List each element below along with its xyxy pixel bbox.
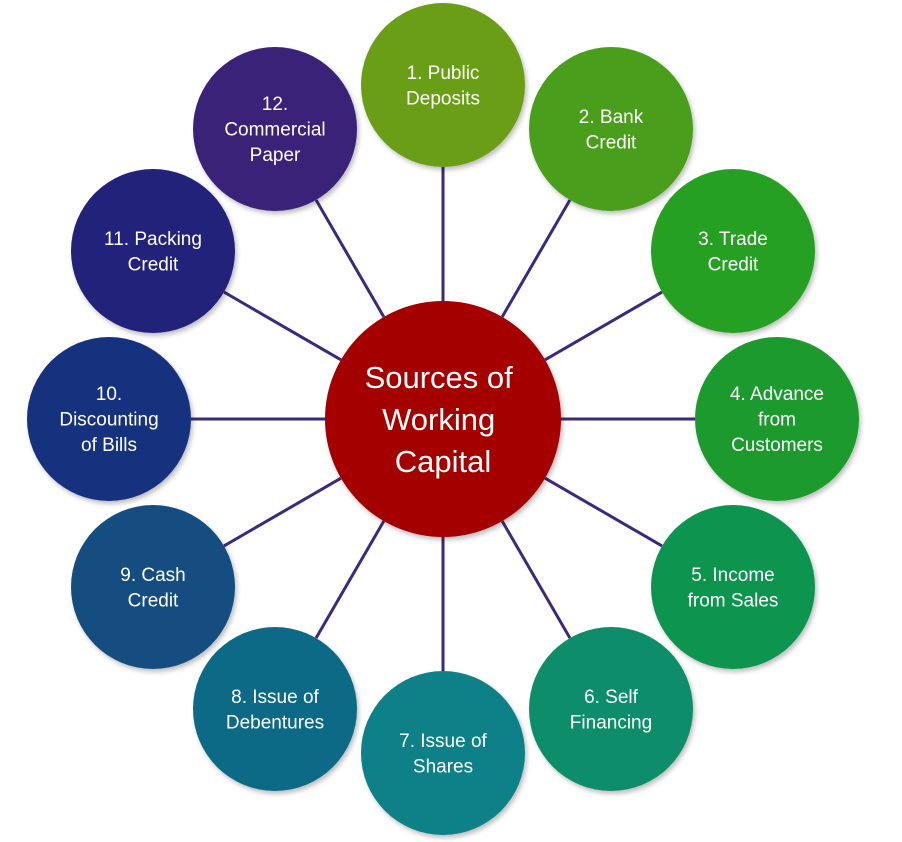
- source-circle: [361, 671, 525, 835]
- center-title: Sources of Working Capital: [365, 360, 522, 479]
- source-label-line: 7. Issue of: [399, 731, 487, 752]
- source-node: 8. Issue of Debentures: [193, 627, 357, 791]
- source-circle: [651, 505, 815, 669]
- source-label-line: 12.: [262, 94, 288, 115]
- source-circle: [529, 627, 693, 791]
- source-label-line: of Bills: [81, 435, 137, 456]
- source-circle: [71, 169, 235, 333]
- source-label-line: from Sales: [688, 590, 779, 611]
- source-label-line: Paper: [250, 145, 301, 166]
- source-label-line: 5. Income: [691, 565, 774, 586]
- source-circle: [695, 337, 859, 501]
- center-title-line: Sources of: [365, 360, 514, 395]
- source-label-line: Credit: [586, 132, 637, 153]
- source-label-line: 6. Self: [584, 687, 639, 708]
- source-label-line: Customers: [731, 435, 823, 456]
- source-label-line: 8. Issue of: [231, 687, 319, 708]
- source-label: 10. Discounting of Bills: [59, 384, 158, 456]
- connector-line: [544, 476, 663, 548]
- source-node: 5. Income from Sales: [651, 505, 815, 669]
- source-label-line: 2. Bank: [579, 107, 644, 128]
- source-circle: [361, 3, 525, 167]
- source-label-line: 11. Packing: [104, 229, 202, 250]
- connector-line: [314, 199, 386, 318]
- source-label: 7. Issue of Shares: [399, 731, 487, 778]
- source-label-line: 1. Public: [407, 63, 480, 84]
- source-label-line: from: [758, 410, 796, 431]
- source-label-line: 3. Trade: [698, 229, 768, 250]
- connector-line: [500, 199, 572, 318]
- source-label-line: Discounting: [59, 410, 158, 431]
- source-circle: [193, 47, 357, 211]
- connector-line: [223, 476, 342, 548]
- source-circle: [529, 47, 693, 211]
- source-node: 7. Issue of Shares: [361, 671, 525, 835]
- source-label: 5. Income from Sales: [688, 565, 779, 612]
- source-label-line: 9. Cash: [120, 565, 185, 586]
- source-label-line: Financing: [570, 712, 652, 733]
- connector-line: [223, 290, 342, 362]
- source-label-line: 10.: [96, 384, 122, 405]
- connector-line: [314, 520, 386, 639]
- connector-lines: [191, 167, 695, 671]
- source-circle: [651, 169, 815, 333]
- center-title-line: Capital: [395, 444, 492, 479]
- source-circle: [27, 337, 191, 501]
- source-label: 8. Issue of Debentures: [226, 687, 324, 734]
- center-circle: [325, 301, 561, 537]
- source-circle: [71, 505, 235, 669]
- source-label-line: Commercial: [224, 120, 325, 141]
- source-label-line: Credit: [128, 254, 179, 275]
- connector-line: [500, 520, 572, 639]
- source-label-line: Credit: [128, 590, 179, 611]
- source-node: 10. Discounting of Bills: [27, 337, 191, 501]
- connector-line: [544, 290, 663, 362]
- source-label-line: 4. Advance: [730, 384, 824, 405]
- source-label-line: Deposits: [406, 88, 480, 109]
- source-label-line: Credit: [708, 254, 759, 275]
- center-title-line: Working: [382, 402, 495, 437]
- source-circle: [193, 627, 357, 791]
- source-label-line: Shares: [413, 756, 473, 777]
- source-label-line: Debentures: [226, 712, 324, 733]
- center-hub: Sources of Working Capital: [325, 301, 561, 537]
